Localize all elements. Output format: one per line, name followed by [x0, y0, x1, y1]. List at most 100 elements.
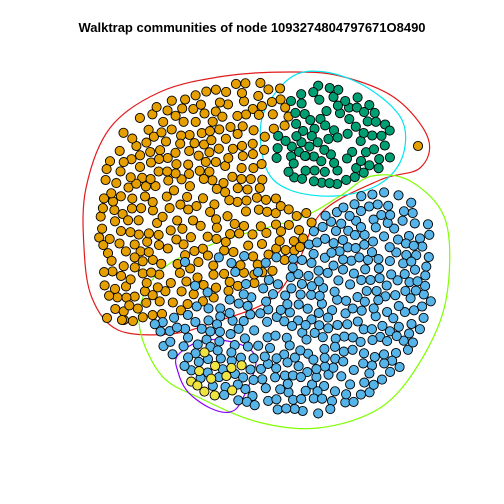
node-community-1 — [198, 173, 209, 185]
node-community-1 — [255, 77, 266, 88]
node-community-1 — [114, 238, 125, 249]
node-community-3 — [409, 264, 421, 275]
node-community-1 — [178, 116, 189, 127]
node-community-3 — [330, 225, 342, 237]
node-community-1 — [150, 181, 161, 192]
node-community-1 — [133, 229, 144, 240]
node-community-3 — [233, 298, 244, 309]
node-community-1 — [253, 90, 264, 101]
node-community-3 — [376, 374, 388, 385]
node-community-1 — [220, 133, 231, 144]
node-community-2 — [291, 131, 302, 142]
node-community-3 — [260, 257, 271, 268]
node-community-3 — [406, 197, 417, 208]
node-community-3 — [358, 358, 369, 369]
node-community-3 — [393, 301, 404, 312]
node-community-2 — [323, 133, 334, 144]
node-community-3 — [270, 372, 281, 383]
node-community-3 — [308, 226, 319, 237]
node-community-2 — [349, 172, 360, 183]
node-community-3 — [424, 229, 435, 240]
node-community-1 — [95, 211, 106, 222]
node-community-1 — [97, 203, 108, 214]
node-community-3 — [417, 301, 428, 312]
node-community-2 — [285, 95, 297, 107]
node-community-3 — [242, 341, 253, 352]
node-community-1 — [210, 156, 221, 168]
node-community-3 — [337, 264, 349, 275]
node-community-3 — [366, 247, 378, 258]
node-community-1 — [106, 255, 117, 266]
node-community-1 — [142, 236, 153, 247]
community-hull-2 — [259, 70, 407, 197]
node-community-1 — [207, 175, 218, 186]
node-community-1 — [222, 99, 234, 110]
node-community-1 — [293, 225, 305, 236]
node-community-3 — [383, 200, 394, 211]
node-community-3 — [418, 312, 429, 323]
node-community-3 — [169, 312, 180, 323]
node-community-1 — [240, 78, 251, 89]
node-community-3 — [392, 234, 404, 245]
node-community-3 — [355, 389, 366, 400]
node-community-3 — [249, 400, 260, 411]
node-community-3 — [348, 364, 359, 376]
node-community-1 — [145, 173, 156, 185]
node-community-1 — [280, 245, 291, 256]
node-community-2 — [305, 115, 316, 126]
node-community-1 — [232, 128, 243, 140]
node-community-2 — [309, 165, 320, 176]
node-community-3 — [307, 379, 318, 390]
node-community-3 — [352, 316, 363, 327]
node-community-3 — [332, 319, 343, 331]
node-community-3 — [282, 299, 293, 310]
node-community-1 — [162, 166, 173, 177]
node-community-4 — [194, 366, 205, 377]
node-community-3 — [348, 268, 359, 279]
node-community-3 — [329, 286, 340, 297]
node-community-1 — [171, 234, 182, 245]
node-community-2 — [332, 100, 343, 111]
node-community-2 — [308, 87, 319, 98]
node-community-1 — [227, 143, 238, 154]
node-community-3 — [303, 270, 314, 281]
node-community-1 — [143, 228, 154, 239]
node-community-1 — [136, 203, 147, 214]
node-community-2 — [384, 125, 395, 136]
node-community-1 — [275, 94, 286, 105]
node-community-1 — [184, 129, 195, 141]
node-community-4 — [226, 362, 237, 373]
node-community-1 — [294, 241, 306, 253]
node-community-1 — [106, 188, 117, 199]
node-community-3 — [238, 316, 249, 327]
community-hulls — [82, 70, 451, 430]
node-community-1 — [147, 310, 158, 321]
node-community-3 — [319, 252, 330, 263]
node-community-1 — [260, 194, 272, 205]
node-community-1 — [125, 227, 136, 238]
node-community-1 — [194, 165, 205, 176]
node-community-3 — [341, 295, 352, 306]
node-community-3 — [367, 189, 378, 200]
node-community-1 — [129, 291, 140, 302]
node-community-1 — [101, 164, 112, 175]
node-community-3 — [359, 296, 370, 307]
node-community-2 — [351, 102, 362, 113]
node-community-2 — [376, 130, 387, 141]
node-community-3 — [406, 318, 417, 330]
node-community-3 — [347, 344, 358, 355]
node-community-1 — [129, 239, 140, 250]
node-community-3 — [296, 394, 307, 405]
node-community-3 — [328, 260, 339, 271]
node-community-1 — [190, 90, 201, 101]
node-community-1 — [137, 268, 148, 279]
node-community-3 — [196, 323, 207, 334]
node-community-3 — [239, 251, 250, 262]
node-community-1 — [223, 285, 234, 296]
node-community-3 — [267, 289, 279, 300]
node-community-1 — [123, 215, 134, 226]
node-community-1 — [109, 205, 120, 216]
node-community-1 — [205, 206, 216, 217]
node-community-3 — [322, 312, 334, 323]
node-community-2 — [296, 89, 307, 100]
